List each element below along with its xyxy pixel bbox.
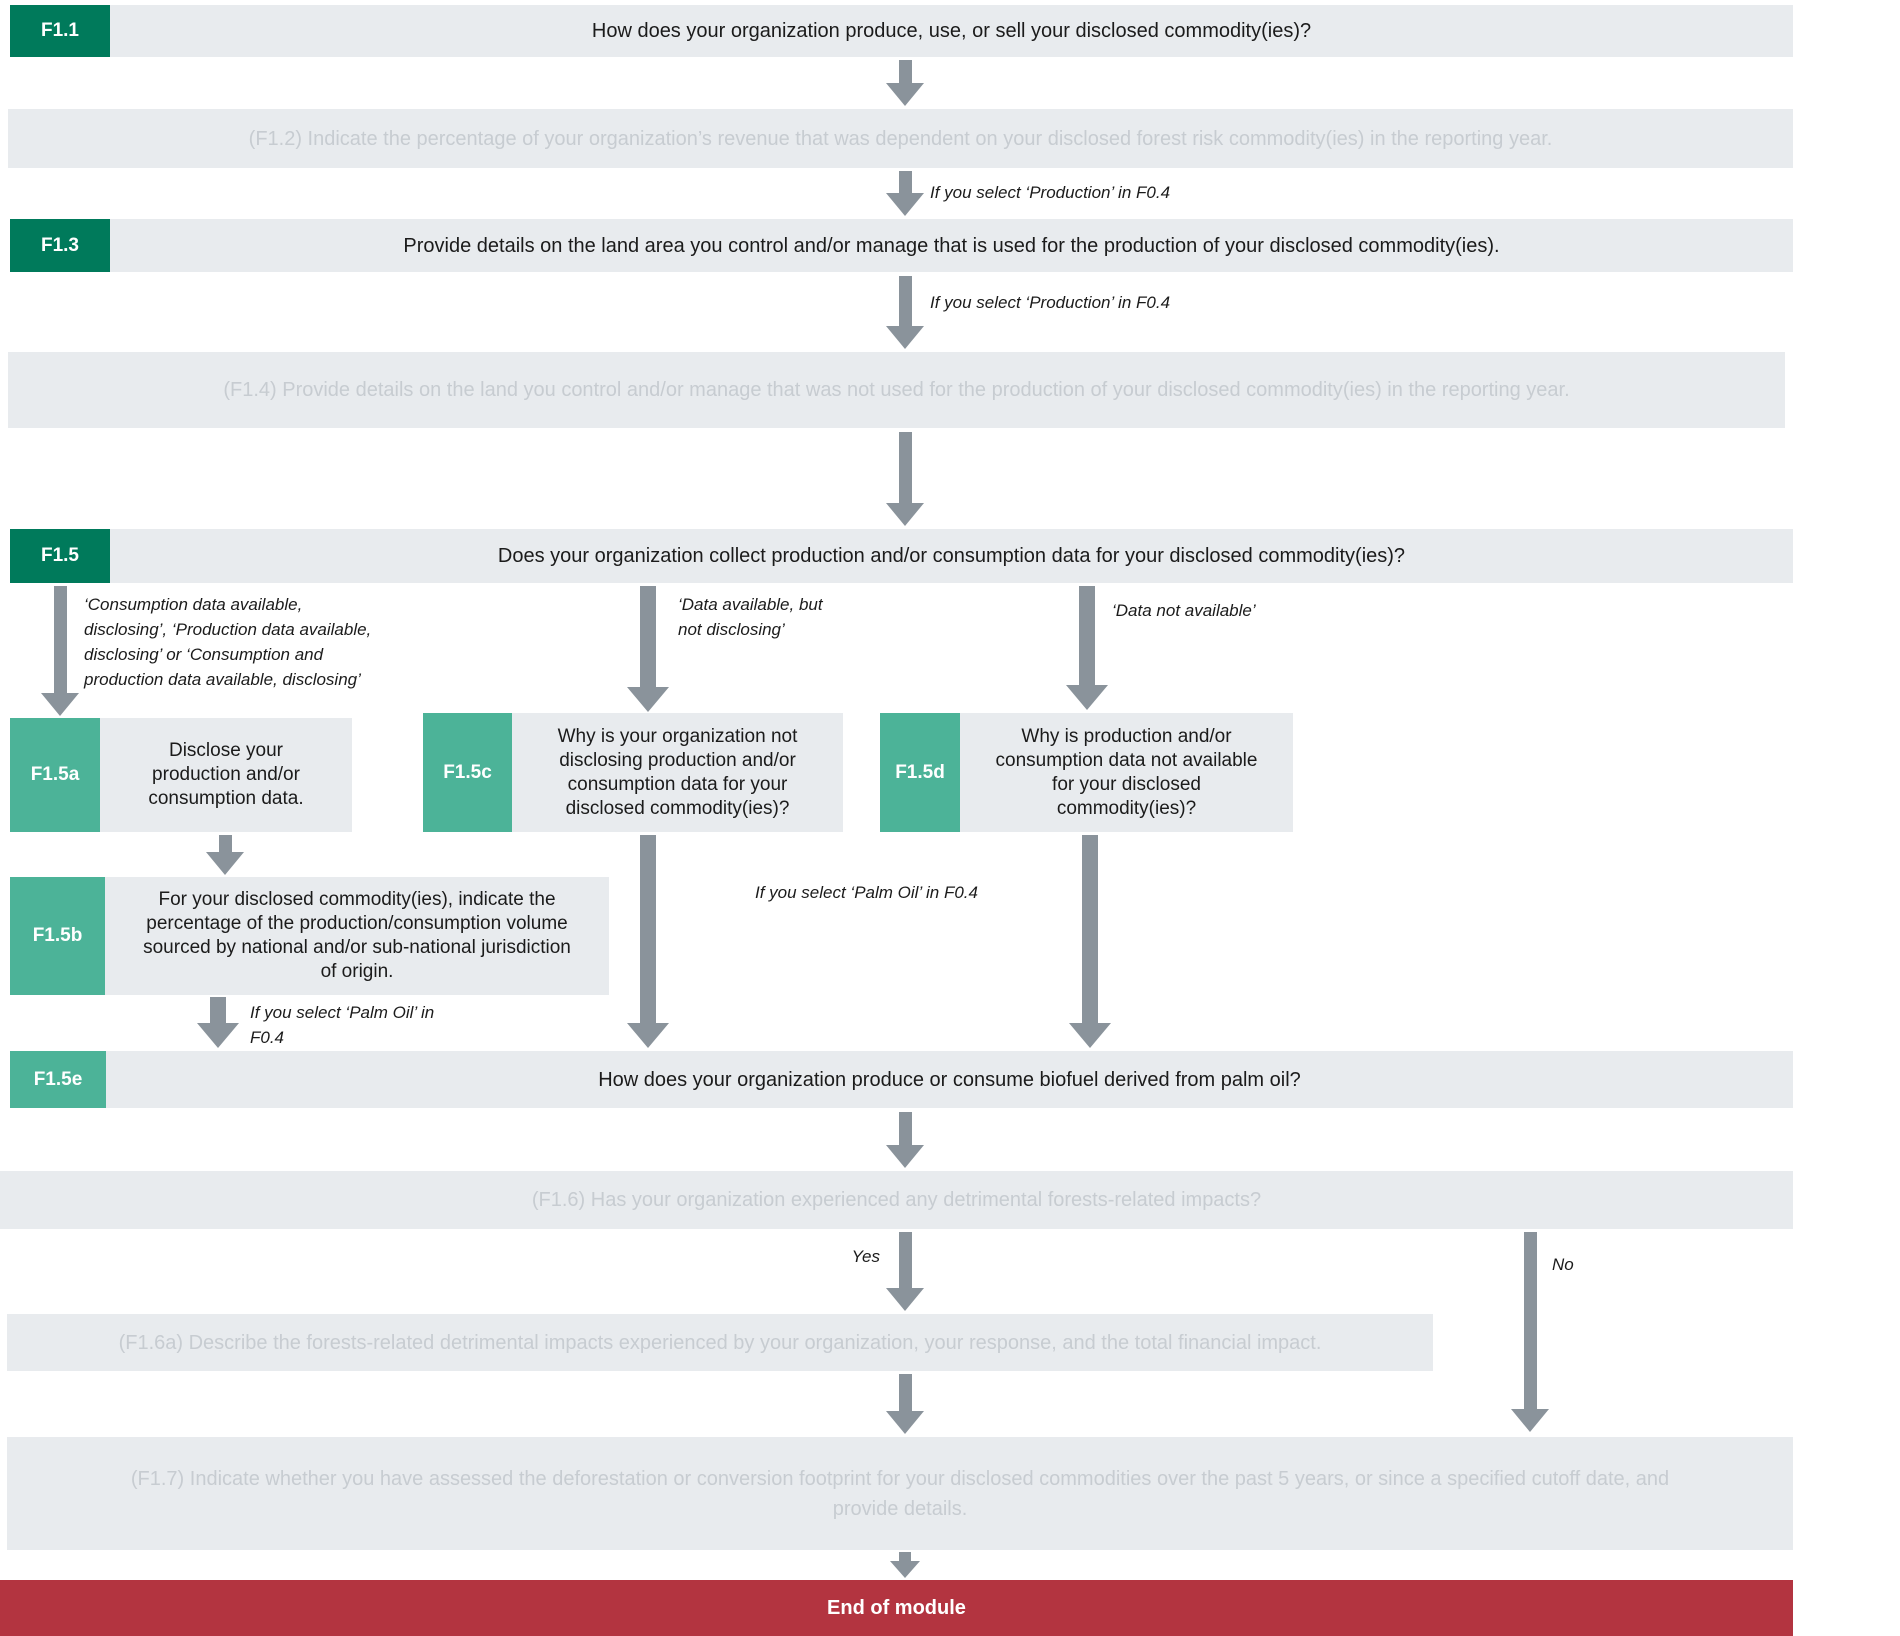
end-of-module-text: End of module: [827, 1596, 966, 1619]
node-f1-2-text: (F1.2) Indicate the percentage of your o…: [248, 127, 1553, 150]
flow-arrow-f15a-f15b: [206, 835, 244, 875]
arrow-shaft: [898, 60, 912, 83]
edge-label-palm-oil-mid: If you select ‘Palm Oil’ in F0.4: [755, 883, 978, 902]
edge-label-no: No: [1552, 1255, 1574, 1274]
node-f1-6-bar: (F1.6) Has your organization experienced…: [0, 1171, 1793, 1229]
node-f1-2-bar: (F1.2) Indicate the percentage of your o…: [8, 109, 1793, 168]
node-f1-5-bar: Does your organization collect productio…: [110, 529, 1793, 583]
edge-label-data-available-not-disclosing: ‘Data available, but not disclosing’: [678, 595, 823, 639]
flow-arrow-f16-no-f17: [1511, 1232, 1549, 1432]
arrow-shaft: [898, 1232, 912, 1288]
node-f1-4-bar: (F1.4) Provide details on the land you c…: [8, 352, 1785, 428]
node-f1-3-text: Provide details on the land area you con…: [403, 234, 1500, 257]
node-f1-4-text: (F1.4) Provide details on the land you c…: [223, 379, 1570, 401]
arrow-shaft: [898, 276, 912, 326]
node-f1-6a-bar: (F1.6a) Describe the forests-related det…: [7, 1314, 1433, 1371]
flow-arrow-f15-f15d: [1066, 586, 1108, 710]
node-f1-5e-bar: How does your organization produce or co…: [106, 1051, 1793, 1108]
arrow-head: [886, 503, 924, 526]
arrow-head: [627, 1023, 669, 1048]
edge-label-consumption-disclosing: ‘Consumption data available, disclosing’…: [84, 595, 372, 689]
edge-label-production-1: If you select ‘Production’ in F0.4: [930, 183, 1171, 202]
flow-arrow-f16a-f17: [886, 1374, 924, 1434]
arrow-shaft: [1523, 1232, 1537, 1409]
arrow-shaft: [1079, 586, 1095, 685]
node-f1-6-text: (F1.6) Has your organization experienced…: [531, 1189, 1262, 1211]
arrow-shaft: [898, 171, 912, 193]
edge-label-palm-oil-left: If you select ‘Palm Oil’ in F0.4: [250, 1003, 435, 1047]
arrow-head: [886, 1288, 924, 1311]
flow-arrow-f15d-f15e: [1069, 835, 1111, 1048]
arrow-shaft: [218, 835, 232, 852]
arrow-shaft: [1082, 835, 1098, 1023]
node-f1-6a-text: (F1.6a) Describe the forests-related det…: [118, 1331, 1322, 1354]
arrow-shaft: [898, 432, 912, 503]
flow-arrow-f11-f12: [886, 60, 924, 106]
arrow-shaft: [210, 997, 226, 1023]
node-f1-3-bar: Provide details on the land area you con…: [110, 219, 1793, 272]
flow-arrow-f12-f13: [886, 171, 924, 216]
arrow-head: [41, 693, 79, 716]
node-f1-5b-box: For your disclosed commodity(ies), indic…: [105, 877, 609, 995]
edge-label-yes: Yes: [851, 1247, 880, 1266]
node-f1-7-text: (F1.7) Indicate whether you have assesse…: [130, 1467, 1670, 1520]
arrow-head: [1069, 1023, 1111, 1048]
arrow-shaft: [640, 835, 656, 1023]
flow-arrow-f15-f15c: [627, 586, 669, 712]
node-f1-1-tag: F1.1: [10, 5, 110, 57]
arrow-head: [197, 1023, 239, 1048]
arrow-shaft: [899, 1552, 911, 1561]
flow-arrow-f13-f14: [886, 276, 924, 349]
arrow-head: [886, 83, 924, 106]
arrow-head: [1066, 685, 1108, 710]
node-f1-1-bar: How does your organization produce, use,…: [110, 5, 1793, 57]
node-f1-1-text: How does your organization produce, use,…: [591, 20, 1312, 42]
node-f1-5c-box: Why is your organization not disclosing …: [512, 713, 843, 832]
node-f1-5-text: Does your organization collect productio…: [497, 545, 1406, 567]
node-f1-5d-box: Why is production and/or consumption dat…: [960, 713, 1293, 832]
flow-arrow-f15e-f16: [886, 1112, 924, 1168]
node-f1-5-tag: F1.5: [10, 529, 110, 583]
arrow-head: [886, 1145, 924, 1168]
arrow-head: [886, 326, 924, 349]
flow-arrow-f15-f15a: [41, 586, 79, 716]
edge-label-production-2: If you select ‘Production’ in F0.4: [930, 293, 1171, 312]
node-f1-5e-tag: F1.5e: [10, 1051, 106, 1108]
end-of-module-bar: End of module: [0, 1580, 1793, 1636]
arrow-shaft: [640, 586, 656, 687]
flow-arrow-f15c-f15e: [627, 835, 669, 1048]
node-f1-5e-text: How does your organization produce or co…: [598, 1068, 1301, 1091]
node-f1-7-bar: (F1.7) Indicate whether you have assesse…: [7, 1437, 1793, 1550]
arrow-head: [627, 687, 669, 712]
node-f1-5b-tag: F1.5b: [10, 877, 105, 995]
arrow-head: [886, 1411, 924, 1434]
edge-label-data-not-available: ‘Data not available’: [1112, 601, 1256, 620]
node-f1-5a-box: Disclose your production and/or consumpt…: [100, 718, 352, 832]
flow-arrow-f14-f15: [886, 432, 924, 526]
arrow-head: [1511, 1409, 1549, 1432]
arrow-head: [890, 1561, 920, 1578]
node-f1-5b-text: For your disclosed commodity(ies), indic…: [143, 889, 571, 982]
flow-arrow-f16-yes-f16a: [886, 1232, 924, 1311]
node-f1-5d-text: Why is production and/or consumption dat…: [995, 725, 1258, 819]
flow-arrow-f17-end: [890, 1552, 920, 1578]
node-f1-5c-tag: F1.5c: [423, 713, 512, 832]
node-f1-5d-tag: F1.5d: [880, 713, 960, 832]
arrow-head: [206, 852, 244, 875]
node-f1-5a-text: Disclose your production and/or consumpt…: [148, 740, 304, 809]
arrow-shaft: [53, 586, 67, 693]
node-f1-3-tag: F1.3: [10, 219, 110, 272]
arrow-head: [886, 193, 924, 216]
flow-arrow-f15b-f15e: [197, 997, 239, 1048]
arrow-shaft: [898, 1112, 912, 1145]
node-f1-5a-tag: F1.5a: [10, 718, 100, 832]
node-f1-5c-text: Why is your organization not disclosing …: [557, 725, 798, 819]
arrow-shaft: [898, 1374, 912, 1411]
